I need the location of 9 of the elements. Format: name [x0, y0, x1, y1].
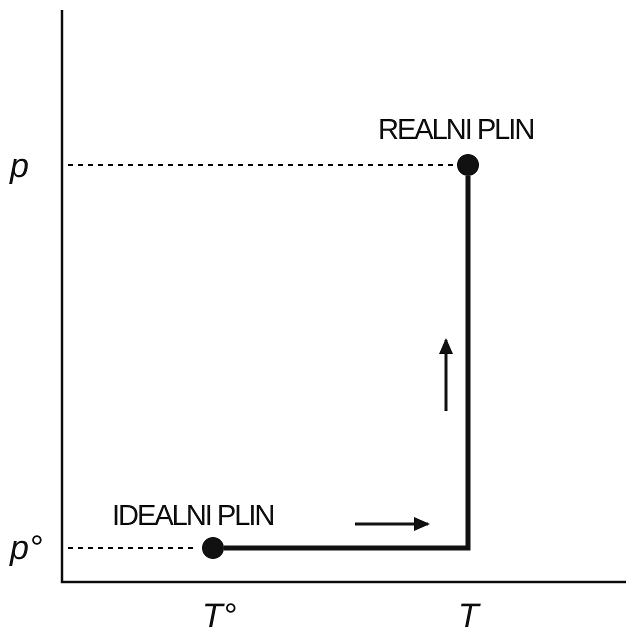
point-marker: [457, 154, 479, 176]
point-marker: [202, 537, 224, 559]
point-label: IDEALNI PLIN: [112, 500, 274, 532]
axis-label: T: [458, 598, 479, 634]
axis-label: p°: [10, 530, 43, 566]
point-label: REALNI PLIN: [378, 114, 534, 146]
path-line: [224, 176, 470, 550]
axis-label: p: [10, 148, 29, 184]
axis-label: T°: [202, 598, 236, 634]
